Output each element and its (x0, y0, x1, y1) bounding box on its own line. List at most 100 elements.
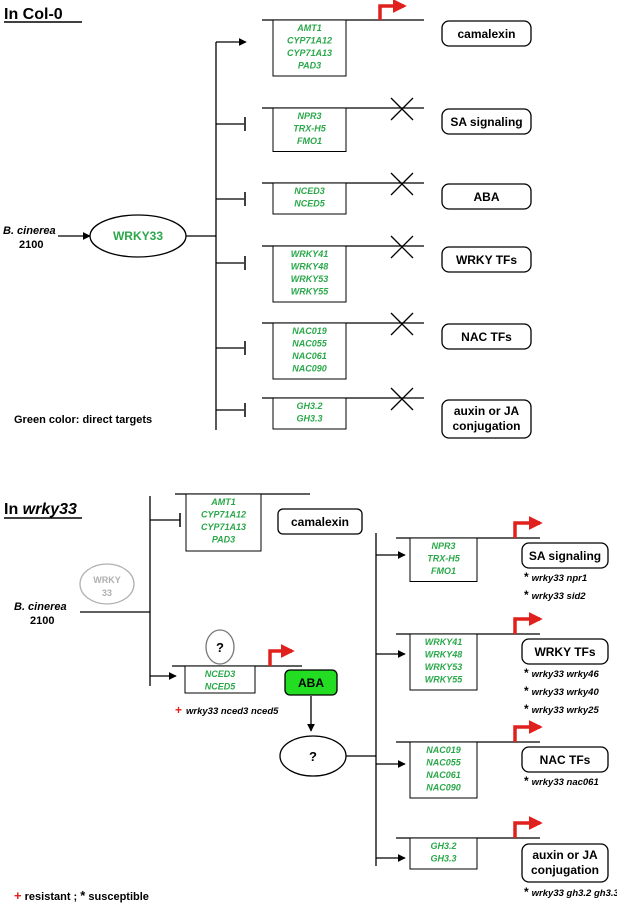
wrky33-aba-gene-box (184, 665, 256, 694)
wrky33-branch-0-gene-2: FMO1 (431, 566, 456, 576)
col0-branch-4-gene-2: NAC061 (292, 351, 327, 361)
col0-title: In Col-0 (4, 6, 63, 23)
wrky33-branch-0-output-0: SA signaling (529, 549, 601, 563)
wrky33-branch-3-output-0: auxin or JA (532, 848, 598, 862)
wrky33-wrky33-label-line2: 33 (102, 588, 112, 598)
wrky33-stimulus-strain: 2100 (30, 615, 54, 627)
wrky33-branch-3-gene-0: GH3.2 (430, 841, 456, 851)
wrky33-branch-3-mutant-0: *wrky33 gh3.2 gh3.3 (524, 885, 617, 899)
col0-branch-2-output-box (441, 183, 532, 210)
wrky33-branch-1-output-0: WRKY TFs (534, 645, 595, 659)
col0-branch-0-output-box (441, 20, 532, 47)
wrky33-aba-mutant: +wrky33 nced3 nced5 (175, 703, 279, 717)
wrky33-branch-1-mutant-2: *wrky33 wrky25 (524, 702, 599, 716)
col0-branch-4-blocked-cross (390, 312, 414, 336)
wrky33-branch-1-gene-box (409, 633, 478, 691)
col0-branch-3-gene-3: WRKY55 (291, 287, 330, 297)
col0-branch-2-gene-1: NCED5 (294, 199, 326, 209)
wrky33-branch-1-mutant-1: *wrky33 wrky40 (524, 684, 599, 698)
wrky33-branch-3-output-1: conjugation (531, 863, 599, 877)
col0-stimulus-strain: 2100 (19, 239, 43, 251)
col0-branch-1-output-box (441, 108, 532, 135)
wrky33-branch-1-output-box (521, 638, 609, 665)
wrky33-branch-2-output-0: NAC TFs (540, 753, 591, 767)
wrky33-unknown-factor-node (205, 629, 235, 665)
wrky33-wrky33-node-faded (79, 563, 135, 605)
wrky33-branch-2-output-box (521, 746, 609, 773)
col0-branch-5-blocked-cross (390, 387, 414, 411)
wrky33-branch-0-output-box (521, 542, 609, 569)
col0-branch-3-gene-box (272, 245, 347, 303)
wrky33-aba-box (284, 669, 338, 696)
wrky33-title: In wrky33 (4, 501, 77, 518)
wrky33-branch-1-gene-1: WRKY48 (425, 650, 463, 660)
col0-branch-5-gene-1: GH3.3 (296, 414, 322, 424)
wrky33-camalexin-output: camalexin (291, 515, 349, 529)
col0-branch-1-output-0: SA signaling (450, 115, 522, 129)
wrky33-stimulus: B. cinerea (14, 601, 67, 613)
bottom-legend: + resistant ; * susceptible (14, 888, 149, 903)
wrky33-branch-0-mutant-0: *wrky33 npr1 (524, 570, 587, 584)
col0-branch-2-output-0: ABA (474, 190, 500, 204)
wrky33-branch-2-gene-3: NAC090 (426, 783, 461, 793)
col0-wrky33-label: WRKY33 (113, 229, 163, 243)
wrky33-aba-gene-1: NCED5 (205, 682, 237, 692)
col0-branch-5-output-1: conjugation (453, 419, 521, 433)
col0-branch-0-output-0: camalexin (457, 27, 515, 41)
wrky33-branch-2-gene-1: NAC055 (426, 758, 462, 768)
col0-branch-3-blocked-cross (390, 235, 414, 259)
col0-branch-4-gene-3: NAC090 (292, 364, 327, 374)
col0-branch-1-gene-1: TRX-H5 (293, 124, 326, 134)
wrky33-branch-1-gene-0: WRKY41 (425, 637, 463, 647)
col0-branch-3-output-0: WRKY TFs (456, 253, 517, 267)
wrky33-aba-induction-arrow (268, 644, 295, 666)
col0-branch-5-output-0: auxin or JA (454, 404, 520, 418)
wrky33-unknown-factor: ? (216, 640, 224, 655)
col0-branch-5-gene-box (272, 397, 347, 430)
col0-legend: Green color: direct targets (14, 414, 152, 426)
wrky33-branch-2-gene-0: NAC019 (426, 745, 461, 755)
col0-branch-3-gene-1: WRKY48 (291, 262, 329, 272)
wrky33-branch-2-mutant-0: *wrky33 nac061 (524, 774, 599, 788)
col0-branch-0-gene-1: CYP71A12 (287, 36, 332, 46)
col0-branch-3-output-box (441, 246, 532, 273)
wrky33-branch-0-mutant-1: *wrky33 sid2 (524, 588, 586, 602)
wrky33-unknown-mediator: ? (309, 749, 317, 764)
wrky33-camalexin-gene-2: CYP71A13 (201, 522, 246, 532)
wrky33-branch-1-gene-3: WRKY55 (425, 675, 464, 685)
col0-branch-2-gene-box (272, 182, 347, 215)
col0-branch-4-gene-1: NAC055 (292, 339, 328, 349)
wrky33-branch-2-gene-box (409, 741, 478, 799)
col0-branch-0-induction-arrow (378, 0, 407, 20)
wrky33-branch-1-mutant-0: *wrky33 wrky46 (524, 666, 599, 680)
col0-branch-5-gene-0: GH3.2 (296, 401, 322, 411)
wrky33-branch-2-gene-2: NAC061 (426, 770, 461, 780)
wrky33-branch-0-gene-box (409, 537, 478, 582)
col0-branch-2-gene-0: NCED3 (294, 186, 325, 196)
wrky33-wrky33-label-line1: WRKY (93, 575, 121, 585)
col0-branch-1-gene-box (272, 107, 347, 152)
col0-branch-3-gene-0: WRKY41 (291, 249, 329, 259)
col0-branch-1-gene-0: NPR3 (297, 111, 321, 121)
col0-branch-0-gene-3: PAD3 (298, 61, 321, 71)
col0-branch-2-blocked-cross (390, 172, 414, 196)
wrky33-branch-3-induction-arrow (513, 816, 543, 838)
col0-stimulus: B. cinerea (3, 225, 56, 237)
col0-branch-4-output-box (441, 323, 532, 350)
col0-branch-0-gene-box (272, 19, 347, 77)
wrky33-branch-1-induction-arrow (513, 612, 543, 634)
wrky33-camalexin-gene-box (185, 493, 262, 552)
wrky33-aba-label: ABA (298, 676, 324, 690)
col0-branch-5-output-box (441, 399, 532, 439)
col0-branch-0-gene-0: AMT1 (296, 23, 322, 33)
col0-branch-4-gene-0: NAC019 (292, 326, 327, 336)
col0-branch-4-output-0: NAC TFs (461, 330, 512, 344)
wrky33-branch-2-induction-arrow (513, 720, 543, 742)
wrky33-branch-3-gene-1: GH3.3 (430, 854, 456, 864)
wrky33-camalexin-gene-3: PAD3 (212, 535, 235, 545)
wrky33-aba-gene-0: NCED3 (205, 669, 236, 679)
